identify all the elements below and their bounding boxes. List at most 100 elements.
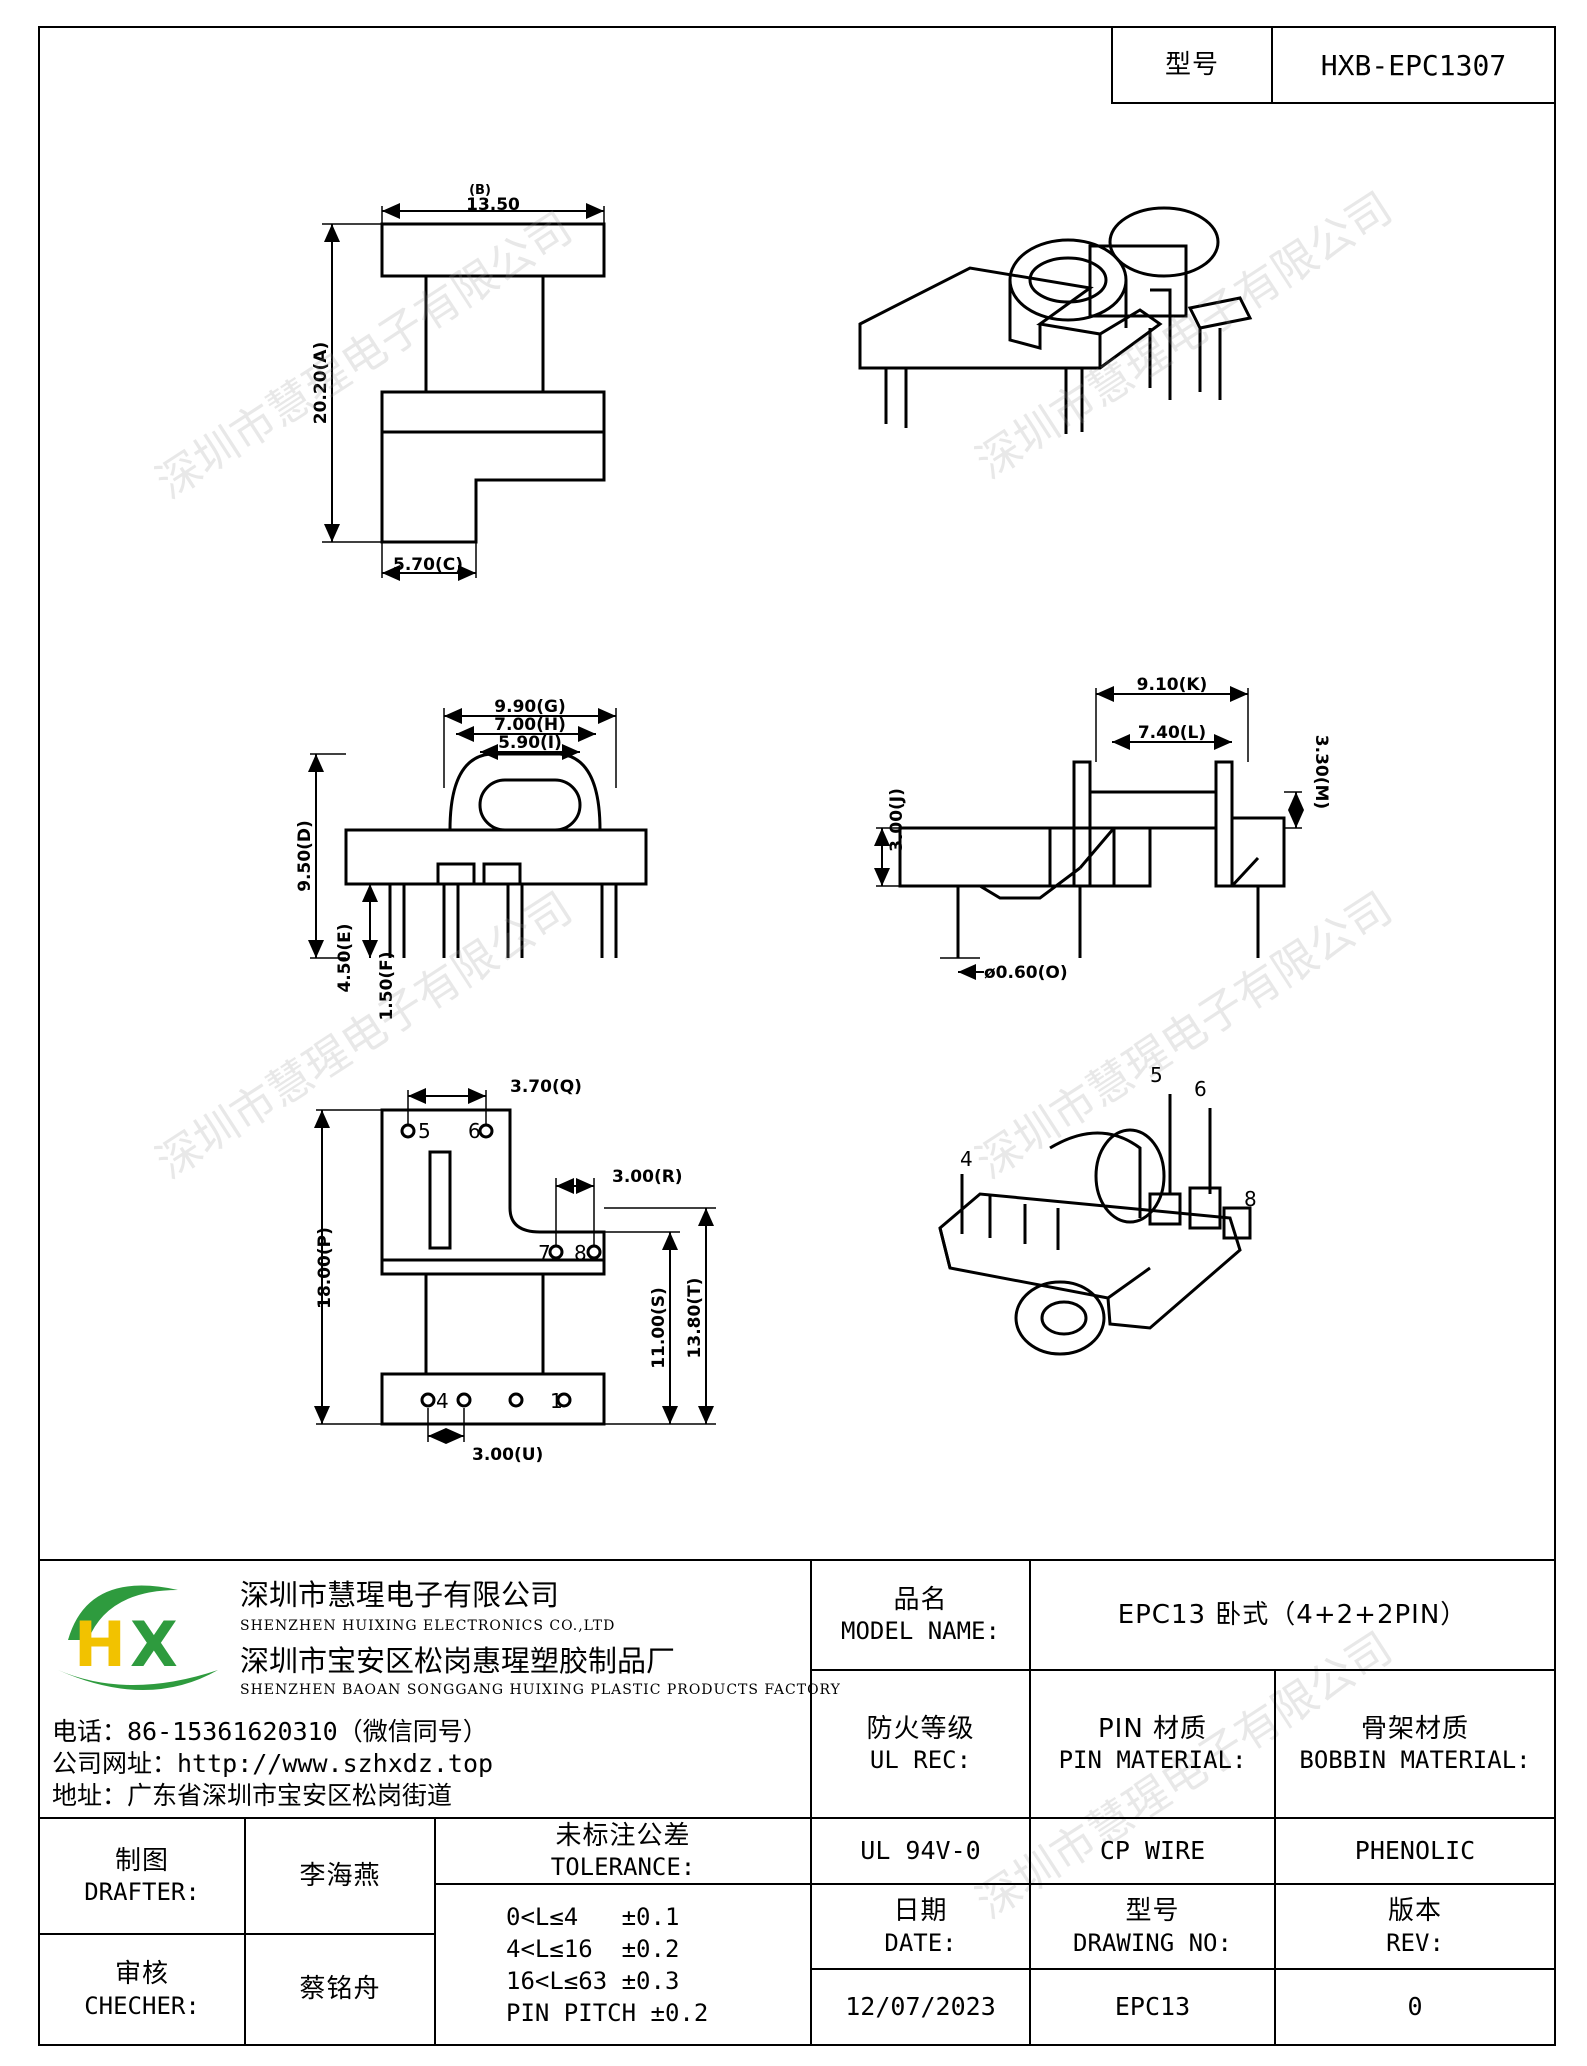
company-website: 公司网址：http://www.szhxdz.top <box>52 1749 494 1778</box>
pin-material-label-en: PIN MATERIAL: <box>1058 1746 1247 1775</box>
dim-label-d: 9.50(D) <box>295 820 315 892</box>
dim-label-p: 18.00(P) <box>315 1227 335 1309</box>
dim-label-k: 9.10(K) <box>1137 675 1208 695</box>
header-model-label-text: 型号 <box>1164 49 1219 80</box>
pin-label-7: 7 <box>538 1241 551 1265</box>
tolerance-line-2: 4<L≤16 ±0.2 <box>506 1934 680 1963</box>
dim-label-l: 7.40(L) <box>1138 723 1206 743</box>
date-label: 日期 DATE: <box>810 1883 1031 1970</box>
dim-label-u: 3.00(U) <box>472 1445 543 1465</box>
model-name-label-cn: 品名 <box>893 1584 948 1615</box>
dim-label-r: 3.00(R) <box>612 1167 683 1187</box>
checker-label-en: CHECHER: <box>84 1991 200 2020</box>
tolerance-line-4: PIN PITCH ±0.2 <box>506 1998 709 2027</box>
rev-label-en: REV: <box>1386 1928 1444 1957</box>
header-model-value: HXB-EPC1307 <box>1271 26 1556 104</box>
date-label-cn: 日期 <box>893 1896 948 1927</box>
drafter-label: 制图 DRAFTER: <box>38 1817 246 1935</box>
company-address: 地址：广东省深圳市宝安区松岗街道 <box>52 1781 453 1810</box>
svg-text:H: H <box>74 1608 126 1681</box>
checker-value: 蔡铭舟 <box>244 1933 436 2046</box>
iso-pin-label-5: 5 <box>1150 1063 1163 1087</box>
pin-material-label-cn: PIN 材质 <box>1097 1713 1208 1744</box>
iso-pin-label-8: 8 <box>1244 1187 1257 1211</box>
ul-rec-label-cn: 防火等级 <box>866 1713 975 1744</box>
model-name-value-text: EPC13 卧式（4+2+2PIN） <box>1117 1599 1468 1630</box>
company-name-en-1: SHENZHEN HUIXING ELECTRONICS CO.,LTD <box>240 1618 616 1634</box>
rev-value-text: 0 <box>1407 1992 1423 2022</box>
company-phone: 电话：86-15361620310（微信同号） <box>52 1717 488 1746</box>
technical-drawing: (B) 13.50 20.20(A) 5.70(C) 9.90(G) 7.00(… <box>295 183 1331 1465</box>
company-info: H X 深圳市慧瑆电子有限公司 SHENZHEN HUIXING ELECTRO… <box>40 1560 840 1820</box>
dim-label-c: 5.70(C) <box>393 555 463 575</box>
dim-label-j: 3.00(J) <box>887 788 907 852</box>
drawing-no-label-en: DRAWING NO: <box>1073 1928 1232 1957</box>
pin-label-4: 4 <box>436 1389 449 1413</box>
company-name-en-2: SHENZHEN BAOAN SONGGANG HUIXING PLASTIC … <box>240 1682 841 1698</box>
pin-label-6: 6 <box>468 1119 481 1143</box>
drafter-label-cn: 制图 <box>114 1845 169 1876</box>
drafter-value: 李海燕 <box>244 1817 436 1935</box>
iso-pin-label-6: 6 <box>1194 1077 1207 1101</box>
svg-text:X: X <box>130 1608 178 1681</box>
pin-material-label: PIN 材质 PIN MATERIAL: <box>1029 1669 1276 1819</box>
rev-value: 0 <box>1274 1968 1556 2046</box>
ul-rec-label: 防火等级 UL REC: <box>810 1669 1031 1819</box>
bobbin-material-value: PHENOLIC <box>1274 1817 1556 1885</box>
bobbin-material-label-en: BOBBIN MATERIAL: <box>1299 1746 1531 1775</box>
dim-label-f: 1.50(F) <box>377 951 397 1020</box>
ul-rec-label-en: UL REC: <box>869 1746 972 1775</box>
company-name-cn-1: 深圳市慧瑆电子有限公司 <box>240 1578 560 1612</box>
company-logo: H X <box>58 1585 218 1690</box>
dim-label-b: 13.50 <box>466 195 520 215</box>
header-model-value-text: HXB-EPC1307 <box>1320 48 1507 82</box>
tolerance-line-3: 16<L≤63 ±0.3 <box>506 1966 680 1995</box>
pin-label-5: 5 <box>418 1119 431 1143</box>
dim-label-t: 13.80(T) <box>685 1278 705 1359</box>
isometric-view-top <box>858 206 1253 434</box>
side-view-middle-right <box>874 686 1304 980</box>
iso-pin-label-4: 4 <box>960 1147 973 1171</box>
dim-label-h: 7.00(H) <box>494 715 566 735</box>
tolerance-line-1: 0<L≤4 ±0.1 <box>506 1902 680 1931</box>
side-view-top-left <box>322 203 606 581</box>
dim-label-g: 9.90(G) <box>494 697 565 717</box>
date-label-en: DATE: <box>884 1928 957 1957</box>
dim-label-m: 3.30(M) <box>1311 735 1331 809</box>
front-view-middle-left <box>308 708 648 959</box>
bottom-view-lower-left <box>314 1088 716 1444</box>
isometric-view-bottom <box>938 1094 1252 1356</box>
company-name-cn-2: 深圳市宝安区松岗惠瑆塑胶制品厂 <box>240 1644 676 1678</box>
dim-label-pin-dia: ø0.60(O) <box>984 963 1068 983</box>
pin-label-1: 1 <box>550 1389 563 1413</box>
dim-label-e: 4.50(E) <box>335 923 355 992</box>
bobbin-material-label-cn: 骨架材质 <box>1360 1713 1469 1744</box>
drafter-value-text: 李海燕 <box>299 1860 381 1891</box>
dim-label-q: 3.70(Q) <box>510 1077 582 1097</box>
rev-label: 版本 REV: <box>1274 1883 1556 1970</box>
date-value: 12/07/2023 <box>810 1968 1031 2046</box>
dim-label-s: 11.00(S) <box>649 1287 669 1369</box>
pin-material-value: CP WIRE <box>1029 1817 1276 1885</box>
drawing-no-value: EPC13 <box>1029 1968 1276 2046</box>
ul-rec-value-text: UL 94V-0 <box>860 1836 981 1866</box>
checker-value-text: 蔡铭舟 <box>299 1974 381 2005</box>
drafter-label-en: DRAFTER: <box>84 1878 200 1907</box>
rev-label-cn: 版本 <box>1387 1896 1442 1927</box>
tolerance-table: 0<L≤4 ±0.1 4<L≤16 ±0.2 16<L≤63 ±0.3 PIN … <box>434 1883 812 2046</box>
ul-rec-value: UL 94V-0 <box>810 1817 1031 1885</box>
date-value-text: 12/07/2023 <box>845 1992 996 2022</box>
model-name-value: EPC13 卧式（4+2+2PIN） <box>1029 1559 1556 1671</box>
bobbin-material-label: 骨架材质 BOBBIN MATERIAL: <box>1274 1669 1556 1819</box>
tolerance-label-en: TOLERANCE: <box>550 1853 696 1882</box>
dim-label-a: 20.20(A) <box>311 342 331 424</box>
checker-label: 审核 CHECHER: <box>38 1933 246 2046</box>
pin-material-value-text: CP WIRE <box>1099 1836 1206 1866</box>
model-name-label-en: MODEL NAME: <box>841 1617 1000 1646</box>
bobbin-material-value-text: PHENOLIC <box>1354 1836 1476 1866</box>
drawing-no-label-cn: 型号 <box>1125 1896 1180 1927</box>
tolerance-label-cn: 未标注公差 <box>555 1820 691 1851</box>
checker-label-cn: 审核 <box>114 1959 169 1990</box>
drawing-no-value-text: EPC13 <box>1114 1992 1191 2022</box>
tolerance-label: 未标注公差 TOLERANCE: <box>434 1817 812 1885</box>
